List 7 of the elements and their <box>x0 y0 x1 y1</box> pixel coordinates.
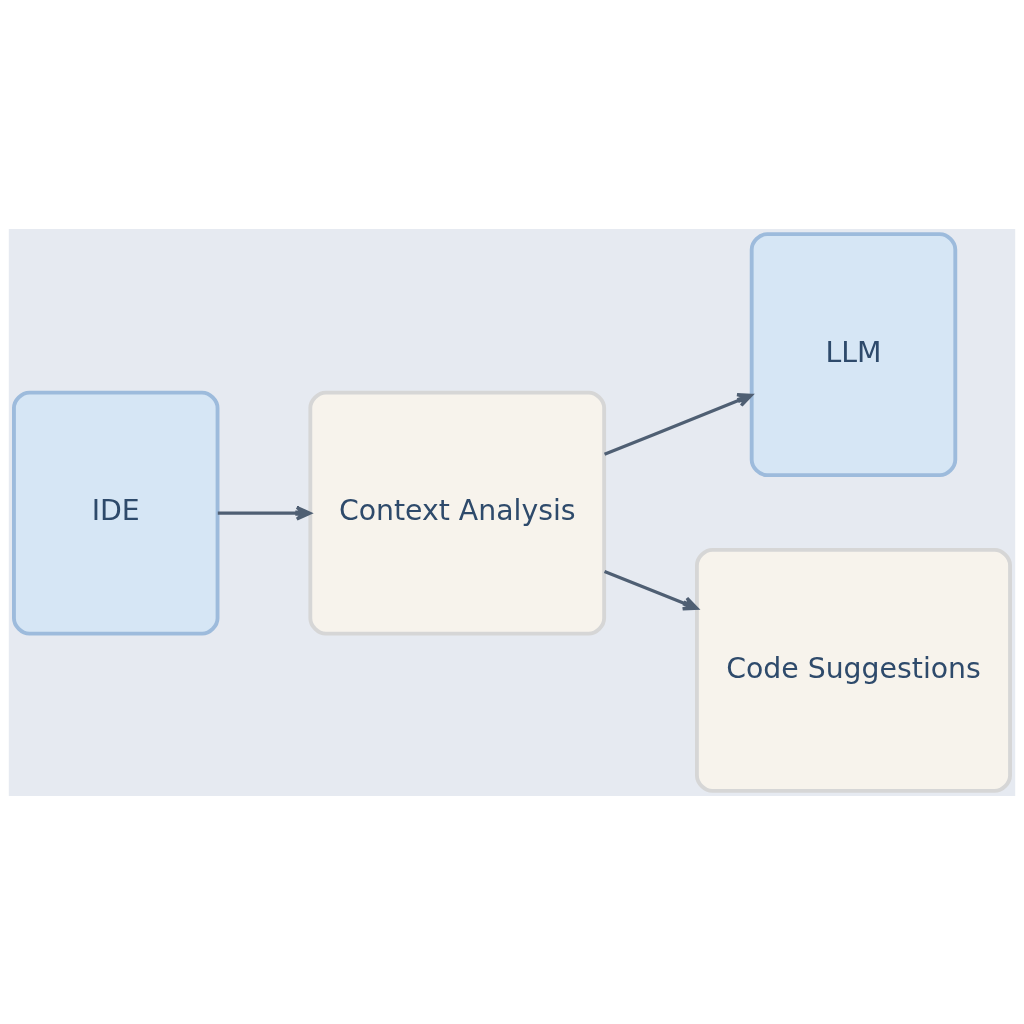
node-box: Context Analysis <box>308 390 607 636</box>
node-box: LLM <box>749 231 958 477</box>
arrow <box>603 569 699 611</box>
node-box: IDE <box>12 390 220 636</box>
node-box: Code Suggestions <box>695 547 1012 793</box>
arrow <box>603 392 753 456</box>
arrow <box>217 505 312 521</box>
